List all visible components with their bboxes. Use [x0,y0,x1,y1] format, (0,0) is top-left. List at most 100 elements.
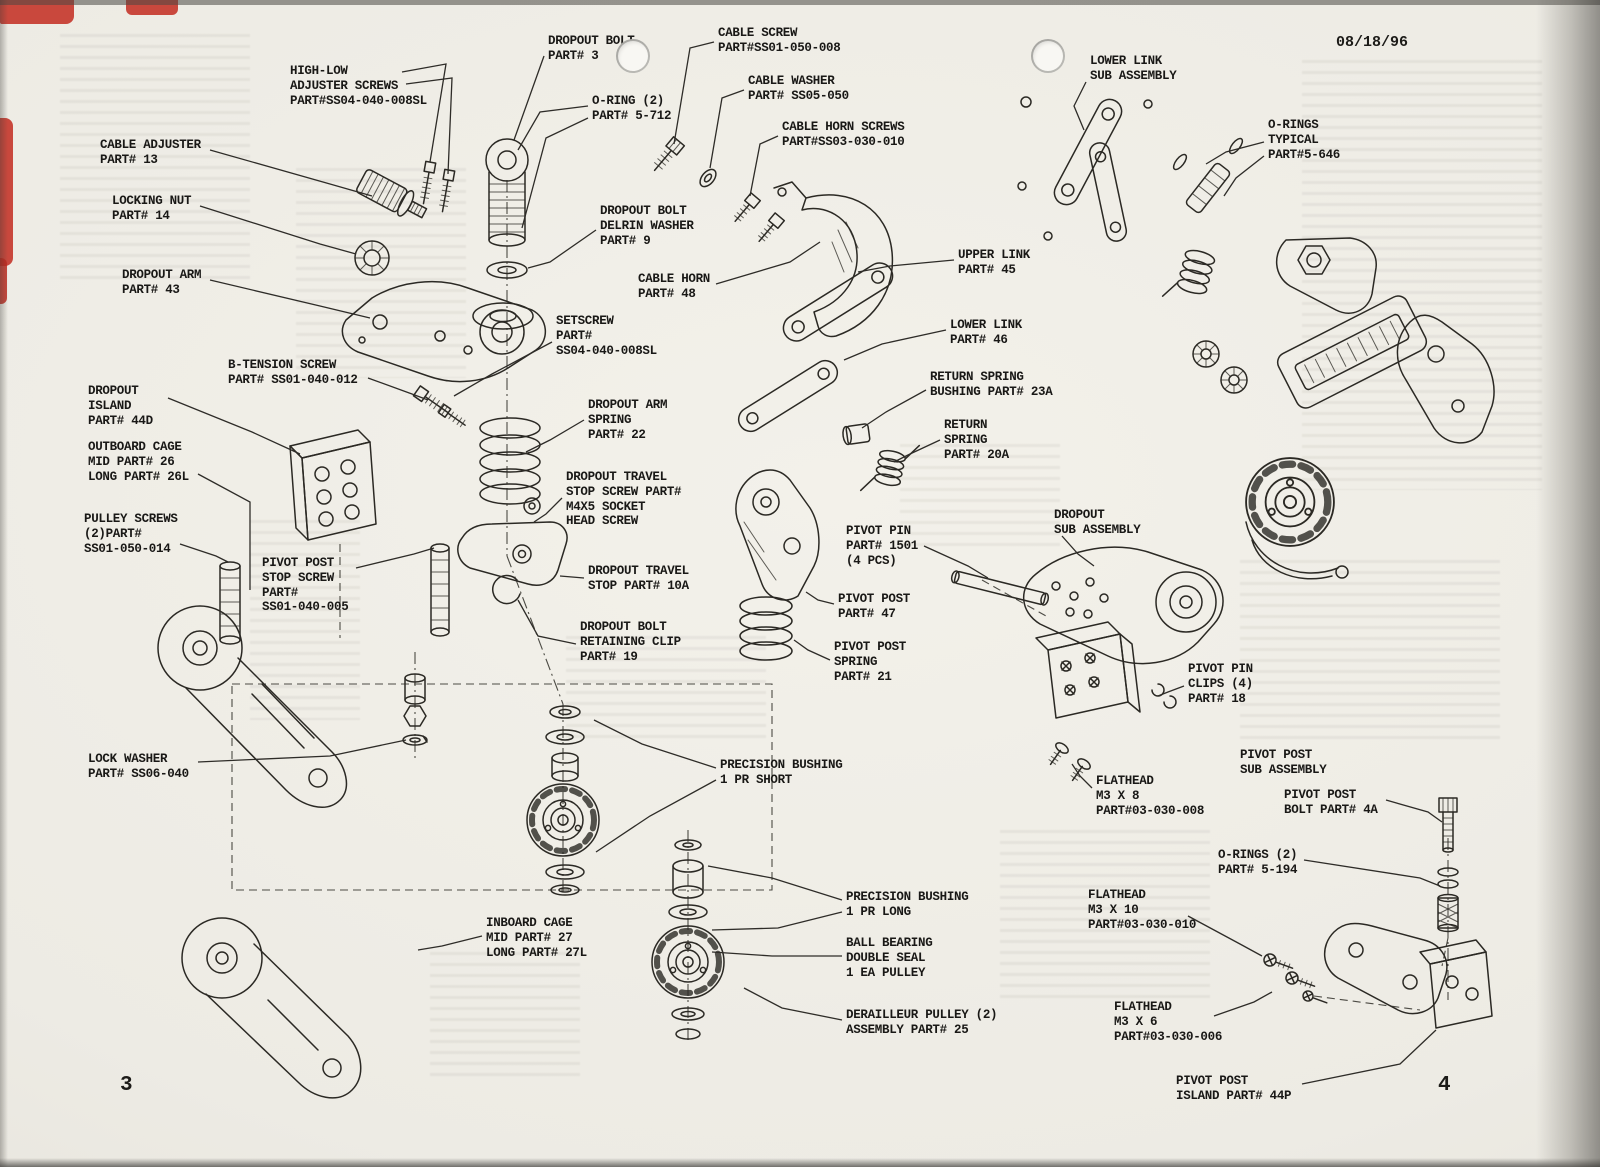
hole-punch-left [616,39,650,73]
part-label-pulley-screws: PULLEY SCREWS (2)PART# SS01-050-014 [84,512,178,556]
page-number-right: 4 [1438,1074,1451,1097]
cable-washer-drawing [699,168,717,188]
page-number-left: 3 [120,1074,133,1097]
leader-line-dropout-bolt [513,55,545,141]
pivot-pin-drawing [950,570,1050,606]
scan-artifact-red [126,0,178,15]
leader-line-o-rings-typical [1223,155,1265,197]
leader-line-dropout-travel-stop [559,575,585,579]
leader-line-pivot-post-spring [793,639,831,661]
leader-line-cable-horn [715,241,821,285]
leader-line-dropout-sub-assembly [1061,535,1095,567]
part-label-o-rings-5-194: O-RINGS (2) PART# 5-194 [1218,848,1298,877]
lower-link-drawing [737,359,839,433]
part-label-inboard-cage: INBOARD CAGE MID PART# 27 LONG PART# 27L [486,916,587,960]
leader-line-precision-bushing-long [711,911,843,931]
leader-line-high-low-adjuster-screws [405,77,453,175]
pivot-post-bolt-drawing [1437,797,1459,933]
leader-line-return-spring [893,439,941,463]
leader-line-dropout-arm [209,279,371,319]
part-label-locking-nut: LOCKING NUT PART# 14 [112,194,192,223]
jockey-pulley-top-drawing [527,705,599,896]
b-tension-screw-drawing [412,385,449,415]
leader-line-inboard-cage [417,935,483,951]
part-label-precision-bushing-long: PRECISION BUSHING 1 PR LONG [846,890,969,919]
dropout-sub-assembly-drawing [1022,546,1224,665]
part-label-pivot-post-stop-screw: PIVOT POST STOP SCREW PART# SS01-040-005 [262,556,349,615]
leader-lines [167,41,1443,1085]
pivot-post-spring-drawing [739,596,793,661]
leader-line-precision-bushing-short [593,719,717,769]
part-label-lock-washer: LOCK WASHER PART# SS06-040 [88,752,189,781]
part-label-ball-bearing-double-seal: BALL BEARING DOUBLE SEAL 1 EA PULLEY [846,936,933,980]
leader-line-outboard-cage [197,473,251,590]
part-label-cable-horn-screws: CABLE HORN SCREWS PART#SS03-030-010 [782,120,905,149]
bleed-through-text [60,34,250,284]
leader-line-locking-nut [199,205,357,255]
leader-line-pivot-post-bolt [1385,799,1443,823]
part-label-dropout-travel-stop: DROPOUT TRAVEL STOP PART# 10A [588,564,689,593]
part-label-return-spring-bushing: RETURN SPRING BUSHING PART# 23A [930,370,1053,399]
leader-line-flathead-m3x6 [1213,991,1273,1017]
upper-link-drawing [782,262,894,342]
leader-line-o-rings-5-194 [1303,859,1441,887]
part-label-o-rings-typical: O-RINGS TYPICAL PART#5-646 [1268,118,1341,162]
leader-line-dropout-bolt-retaining-clip [517,599,577,645]
cable-screw-drawing [653,136,686,172]
dropout-arm-spring-drawing [479,417,541,505]
bleed-through-text [1000,830,1210,1000]
leader-line-high-low-adjuster-screws [401,63,447,163]
scan-artifact-red [0,118,13,266]
leader-line-cable-horn-screws [749,135,779,197]
bleed-through-text [566,636,766,746]
leader-line-dropout-travel-stop-screw [533,497,563,523]
leader-line-dropout-bolt-delrin-washer [527,229,597,269]
leader-line-pivot-post-island [1301,1029,1437,1085]
setscrew-drawing [437,403,466,428]
leader-line-ball-bearing-double-seal [711,951,842,957]
outboard-cage-drawing [157,605,348,808]
pulley-screw-drawing [219,561,241,645]
cable-horn-screws-drawing [734,192,786,243]
part-label-pivot-post-bolt: PIVOT POST BOLT PART# 4A [1284,788,1378,817]
leader-line-o-rings-typical [1205,141,1265,165]
hole-punch-right [1031,39,1065,73]
cable-horn-drawing [773,181,894,338]
jockey-pulley-bottom-drawing [652,839,724,1040]
dropout-travel-stop-drawing [457,497,568,586]
leader-line-cable-adjuster [209,149,373,197]
part-label-dropout-arm: DROPOUT ARM PART# 43 [122,268,202,297]
part-label-derailleur-pulley-assembly: DERAILLEUR PULLEY (2) ASSEMBLY PART# 25 [846,1008,998,1037]
leader-line-pivot-post-47 [805,591,835,605]
cable-adjuster-drawing [354,169,428,276]
bleed-through-text [430,952,580,1082]
leader-line-o-ring-2 [517,105,589,151]
leader-line-cable-screw [673,41,715,145]
leader-line-setscrew [453,341,553,397]
part-label-high-low-adjuster-screws: HIGH-LOW ADJUSTER SCREWS PART#SS04-040-0… [290,64,427,108]
part-label-pivot-post-47: PIVOT POST PART# 47 [838,592,911,621]
leader-line-upper-link [857,259,955,273]
part-label-upper-link: UPPER LINK PART# 45 [958,248,1031,277]
part-label-pivot-post-spring: PIVOT POST SPRING PART# 21 [834,640,907,684]
high-low-adjuster-screws-drawing [420,160,456,213]
leader-line-lower-link [843,329,947,361]
leader-line-precision-bushing-short [595,779,717,853]
pivot-block-screws-drawing [1035,621,1141,782]
leader-line-dropout-arm-spring [525,419,585,453]
part-label-dropout-bolt-retaining-clip: DROPOUT BOLT RETAINING CLIP PART# 19 [580,620,681,664]
lower-link-sub-assembly-drawing [1017,96,1244,297]
dropout-island-drawing [289,429,377,541]
bleed-through-text [1302,60,1542,490]
part-label-precision-bushing-short: PRECISION BUSHING 1 PR SHORT [720,758,843,787]
dropout-bolt-drawing [472,138,534,330]
pivot-post-drawing [735,469,820,601]
bleed-through-text [900,444,1060,554]
part-label-pivot-pin-clips: PIVOT PIN CLIPS (4) PART# 18 [1188,662,1253,706]
leader-line-flathead-m3x10 [1187,915,1263,957]
part-label-return-spring: RETURN SPRING PART# 20A [944,418,1009,462]
part-label-o-ring-2: O-RING (2) PART# 5-712 [592,94,672,123]
leader-line-flathead-m3x8 [1071,763,1093,789]
